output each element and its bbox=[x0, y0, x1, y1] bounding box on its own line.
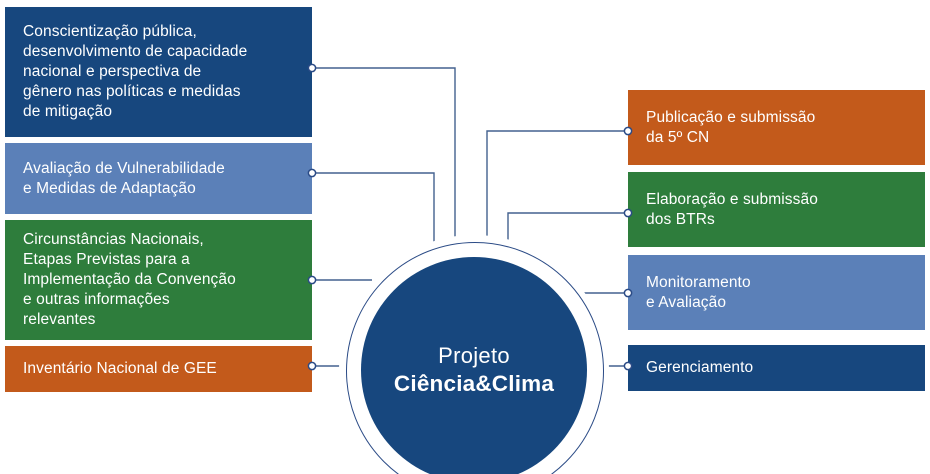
hub-node-projeto-ciencia-clima[interactable]: Projeto Ciência&Clima bbox=[361, 257, 587, 474]
node-label: Avaliação de Vulnerabilidade e Medidas d… bbox=[23, 159, 225, 197]
connector-left-1 bbox=[312, 67, 456, 250]
node-btrs[interactable]: Elaboração e submissão dos BTRs bbox=[628, 172, 925, 247]
node-label: Publicação e submissão da 5º CN bbox=[646, 108, 816, 146]
node-label: Gerenciamento bbox=[646, 359, 754, 377]
node-label: Inventário Nacional de GEE bbox=[23, 360, 217, 378]
connector-right-1 bbox=[486, 130, 628, 250]
node-label: Monitoramento e Avaliação bbox=[646, 273, 751, 311]
node-label: Circunstâncias Nacionais, Etapas Previst… bbox=[23, 231, 236, 328]
node-gerenciamento[interactable]: Gerenciamento bbox=[628, 345, 925, 391]
node-label: Elaboração e submissão dos BTRs bbox=[646, 190, 818, 228]
hub-title-line1: Projeto bbox=[438, 343, 510, 368]
node-monitoramento[interactable]: Monitoramento e Avaliação bbox=[628, 255, 925, 330]
hub-title-line2: Ciência&Clima bbox=[393, 371, 555, 396]
node-label: Conscientização pública, desenvolvimento… bbox=[23, 23, 248, 120]
node-conscientizacao[interactable]: Conscientização pública, desenvolvimento… bbox=[5, 7, 312, 137]
node-inventario[interactable]: Inventário Nacional de GEE bbox=[5, 346, 312, 392]
node-vulnerabilidade[interactable]: Avaliação de Vulnerabilidade e Medidas d… bbox=[5, 143, 312, 214]
node-publicacao[interactable]: Publicação e submissão da 5º CN bbox=[628, 90, 925, 165]
node-circunstancias[interactable]: Circunstâncias Nacionais, Etapas Previst… bbox=[5, 220, 312, 340]
